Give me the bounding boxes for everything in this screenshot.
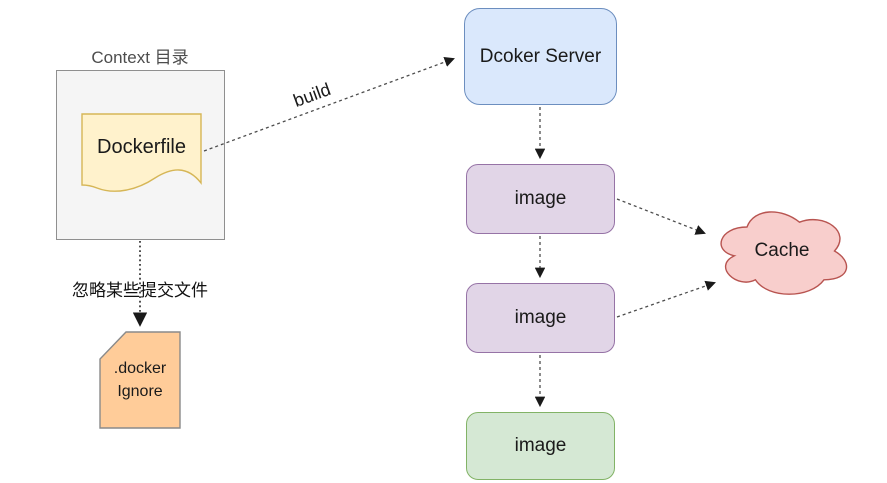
cloud-shape [720, 211, 848, 295]
image1-to-cache-arrow [616, 198, 706, 235]
dockerfile-label: Dockerfile [97, 135, 186, 158]
build-arrow [203, 57, 455, 152]
image-node-2-label: image [514, 307, 567, 328]
ignore-edge-label: 忽略某些提交文件 [72, 280, 208, 300]
docker-server-node: Dcoker Server [464, 8, 617, 105]
document-shape [81, 113, 202, 192]
docker-server-label: Dcoker Server [479, 45, 602, 67]
card-shape [99, 331, 181, 429]
context-directory-label: Context 目录 [91, 47, 189, 67]
dockerignore-label: .docker Ignore [113, 359, 167, 400]
image-node-2: image [466, 283, 615, 353]
image-node-3: image [466, 412, 615, 480]
image-node-3-label: image [514, 435, 567, 456]
cache-label: Cache [754, 240, 810, 261]
dockerignore-node [99, 331, 181, 429]
image-node-1-label: image [514, 188, 567, 209]
image2-to-cache-arrow [616, 280, 716, 318]
image-node-1: image [466, 164, 615, 234]
cache-cloud-node [711, 202, 853, 300]
dockerfile-node [81, 113, 202, 194]
build-edge-label: build [290, 78, 334, 111]
